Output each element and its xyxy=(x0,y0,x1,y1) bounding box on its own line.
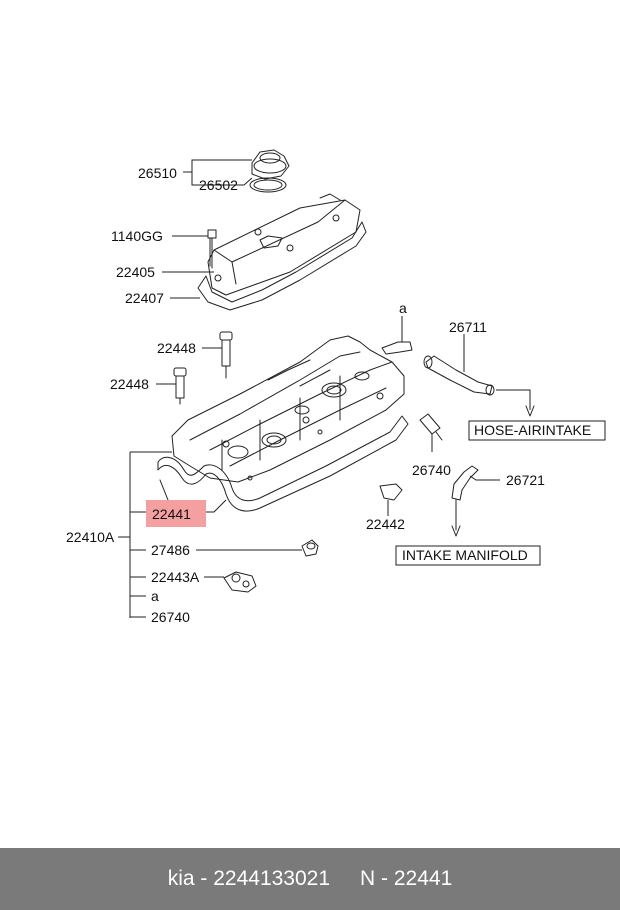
label-26721: 26721 xyxy=(506,472,545,488)
spark-tube-lower xyxy=(173,367,187,405)
connector-a xyxy=(381,341,413,355)
oil-seal-27486 xyxy=(301,539,319,557)
label-22442: 22442 xyxy=(366,516,405,532)
cover-gasket xyxy=(197,221,367,311)
engine-cover xyxy=(207,193,361,296)
arrow-hose-airintake xyxy=(496,389,535,417)
footer-reference: N - 22441 xyxy=(360,867,453,890)
label-22410a: 22410A xyxy=(66,529,115,545)
label-26711: 26711 xyxy=(449,319,487,335)
hose-airintake-label: HOSE-AIRINTAKE xyxy=(474,422,591,438)
bolt-1140gg xyxy=(207,229,217,269)
plug-22442 xyxy=(379,483,403,501)
leader-lines xyxy=(118,159,500,618)
label-a-top: a xyxy=(399,300,407,316)
label-22448-lower: 22448 xyxy=(110,376,149,392)
footer-bar: kia - 2244133021 N - 22441 xyxy=(0,848,620,910)
label-22441: 22441 xyxy=(152,506,191,522)
label-1140gg: 1140GG xyxy=(111,228,163,244)
bracket-22443a xyxy=(223,571,257,593)
label-26502: 26502 xyxy=(199,177,238,193)
pcv-hose-26711 xyxy=(423,355,495,396)
footer-part-number: kia - 2244133021 xyxy=(167,867,331,890)
rocker-cover xyxy=(171,335,405,483)
cap-gasket xyxy=(249,177,287,193)
label-22443a: 22443A xyxy=(151,569,200,585)
highlight-22441 xyxy=(146,500,206,527)
label-26740-left: 26740 xyxy=(151,609,190,625)
diagram-canvas: 26510 26502 1140GG 22405 22407 22448 224… xyxy=(66,149,606,625)
intake-manifold-label: INTAKE MANIFOLD xyxy=(402,547,528,563)
oil-filler-cap xyxy=(251,149,290,180)
label-27486: 27486 xyxy=(151,542,190,558)
hose-26721 xyxy=(451,465,479,537)
label-22405: 22405 xyxy=(116,264,155,280)
intake-manifold-box xyxy=(395,545,541,566)
label-22407: 22407 xyxy=(125,290,164,306)
label-26740-right: 26740 xyxy=(412,462,451,478)
spark-tube-upper xyxy=(219,331,233,379)
hose-airintake-box xyxy=(468,420,606,441)
label-a-left: a xyxy=(151,588,159,604)
parts-diagram: 26510 26502 1140GG 22405 22407 22448 224… xyxy=(66,149,606,625)
label-22448-upper: 22448 xyxy=(157,340,196,356)
label-26510: 26510 xyxy=(138,165,177,181)
pcv-valve-26740 xyxy=(419,413,443,441)
